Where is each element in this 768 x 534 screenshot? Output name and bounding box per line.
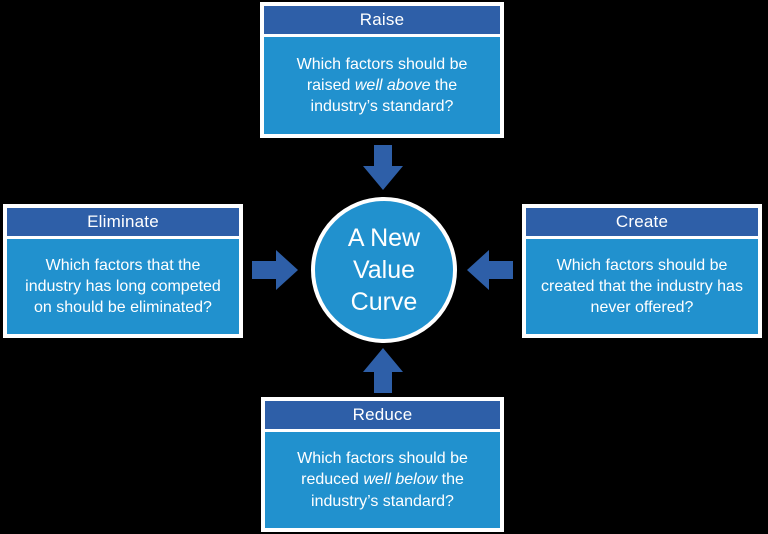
eliminate-question-text: Which factors that the industry has long… [25,255,221,319]
question-line: Which factors should be [296,55,468,73]
reduce-question-text: Which factors should be reduced well bel… [297,448,468,512]
create-box: Create Which factors should be created t… [522,204,762,338]
question-line: industry’s standard? [311,492,454,510]
question-line: industry’s standard? [310,98,454,116]
raise-box-question: Which factors should be raised well abov… [264,37,500,134]
question-text-part: the [437,471,464,489]
arrow-right-icon [252,250,298,290]
raise-box-title: Raise [264,6,500,34]
arrow-left-icon [467,250,513,290]
question-text-italic: well below [363,471,438,489]
new-value-curve-circle: A New Value Curve [311,197,457,343]
question-line: reduced well below the [297,469,468,490]
arrow-up-icon [363,348,403,393]
question-line: Which factors should be [556,256,728,274]
create-box-question: Which factors should be created that the… [526,239,758,334]
question-line: never offered? [590,299,694,317]
question-text-italic: well above [354,76,431,94]
question-line: on should be eliminated? [34,299,212,317]
raise-question-text: Which factors should be raised well abov… [297,54,468,118]
question-line: industry has long competed [25,276,221,297]
question-line: Which factors that the [45,256,201,274]
question-text-part: reduced [301,471,364,489]
circle-label: A New Value Curve [347,224,421,316]
eliminate-box-question: Which factors that the industry has long… [7,239,239,334]
reduce-box: Reduce Which factors should be reduced w… [261,397,504,532]
reduce-box-question: Which factors should be reduced well bel… [265,432,500,528]
create-question-text: Which factors should be created that the… [541,255,743,319]
question-text-part: the [430,76,458,94]
question-text-part: created that the industry has [541,277,743,295]
question-line: raised well above the [297,75,468,96]
question-text-part: raised [306,76,355,94]
arrow-down-icon [363,145,403,190]
question-line: created that the industry has [541,276,743,297]
question-text-part: industry has long competed [25,277,221,295]
create-box-title: Create [526,208,758,236]
raise-box: Raise Which factors should be raised wel… [260,2,504,138]
reduce-box-title: Reduce [265,401,500,429]
question-line: Which factors should be [297,450,468,468]
eliminate-box-title: Eliminate [7,208,239,236]
eliminate-box: Eliminate Which factors that the industr… [3,204,243,338]
